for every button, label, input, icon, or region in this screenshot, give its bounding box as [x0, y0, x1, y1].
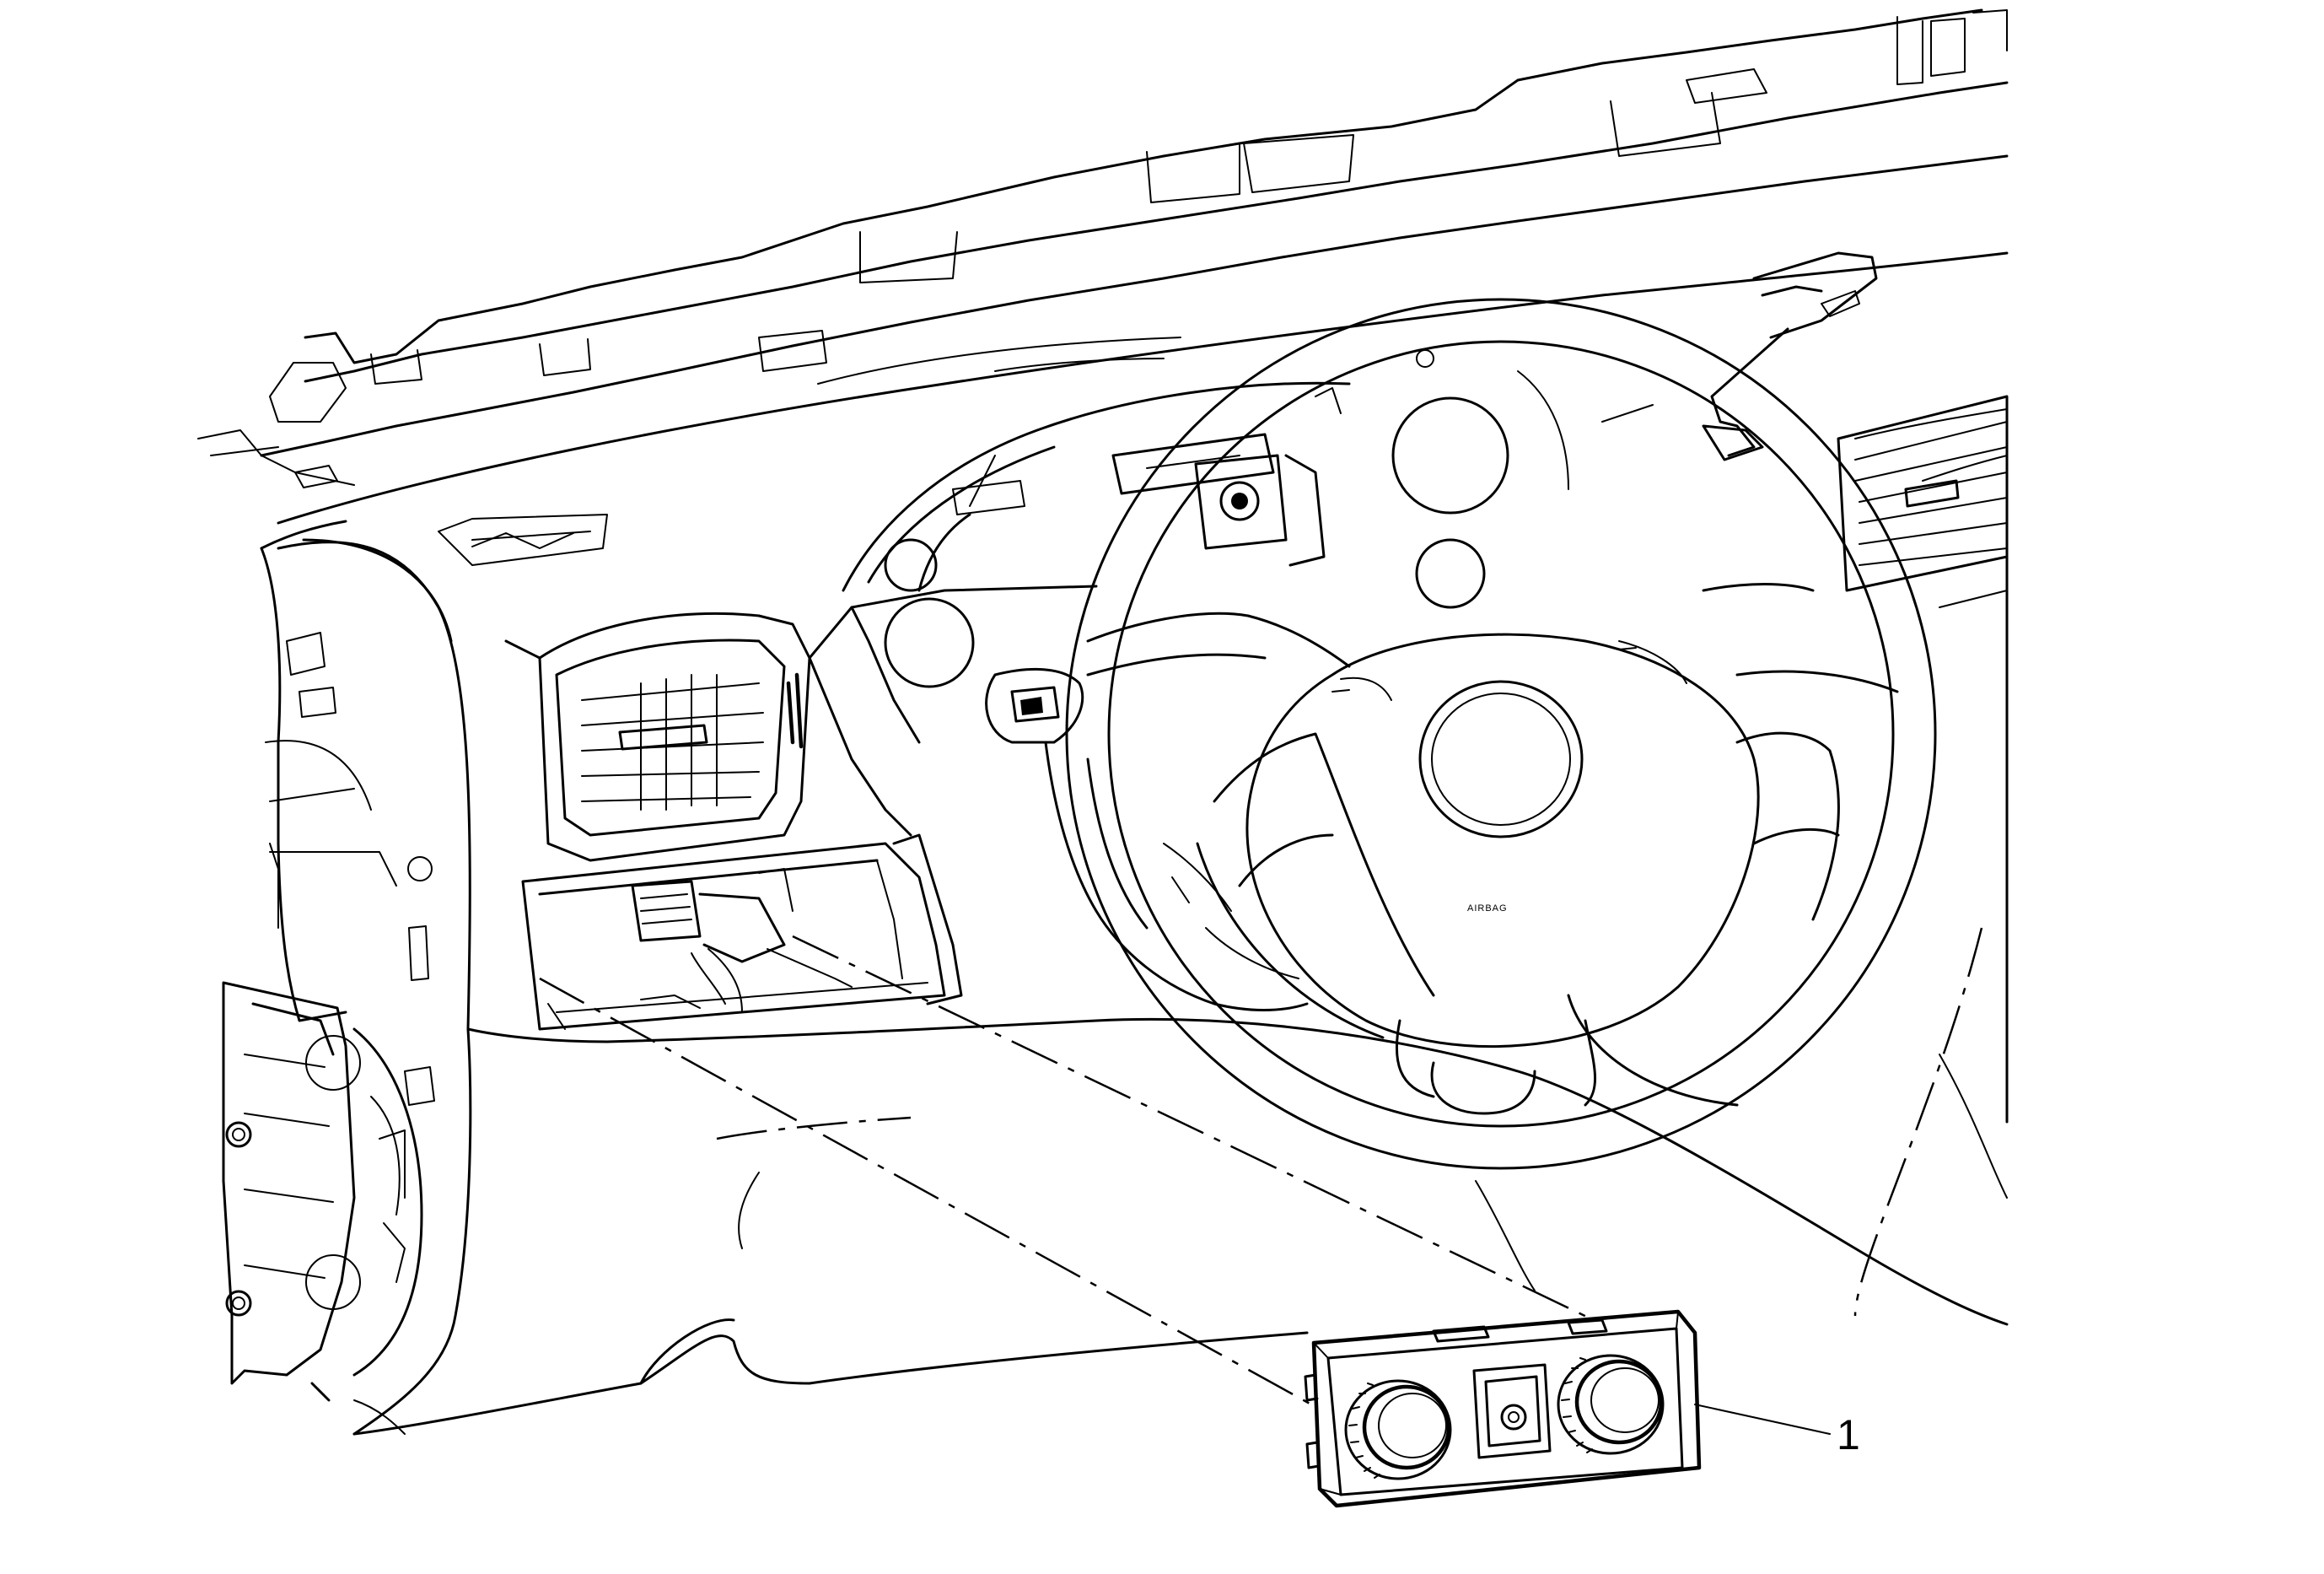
cluster-gauge: [884, 597, 975, 688]
accessory-switch-opening: [521, 842, 946, 1031]
steering-wheel-rim: [1065, 298, 1937, 1170]
right-dash-features: [1702, 251, 2009, 1124]
electrical-connector: [631, 880, 702, 942]
exploded-view-leaders: [539, 935, 1831, 1435]
ignition-lock-icon: [1219, 481, 1260, 521]
callout-label-1: 1: [1837, 1411, 1860, 1458]
lower-dash-panel: [352, 927, 2009, 1436]
instrument-panel-frame: [197, 8, 2009, 488]
vent-thumbwheel: [786, 681, 795, 745]
left-end-panel: [260, 538, 471, 1031]
bracket-hole-icon: [305, 1035, 361, 1091]
turn-signal-stalk: [1702, 424, 1764, 461]
instrument-cluster: [842, 349, 1654, 688]
center-button: [1500, 1404, 1527, 1431]
dash-top-surface: [260, 251, 2009, 566]
screw-icon: [1416, 349, 1434, 368]
right-knob: [1557, 1354, 1665, 1455]
vent-louver: [618, 724, 708, 751]
bracket-hole-icon: [305, 1254, 361, 1310]
cluster-gauge: [1391, 396, 1509, 515]
cluster-gauge: [884, 538, 938, 592]
switch-assembly: [1304, 1309, 1702, 1508]
fastener-icon: [407, 856, 433, 881]
ignition-switch-panel: [1194, 454, 1288, 550]
cluster-gauge: [1415, 538, 1486, 609]
airbag-marking: AIRBAG: [1467, 903, 1508, 914]
side-bracket: [222, 981, 435, 1435]
horn-pad-emblem: [1418, 680, 1584, 838]
left-knob: [1344, 1379, 1452, 1480]
bolt-icon: [225, 1121, 252, 1148]
bolt-icon: [225, 1290, 252, 1317]
center-fascia: [504, 585, 1098, 1031]
steering-wheel: AIRBAG: [985, 298, 1937, 1170]
steering-wheel-hub: [1245, 633, 1760, 1048]
steering-column-shroud: [985, 668, 1084, 744]
center-switch: [1472, 1363, 1552, 1459]
